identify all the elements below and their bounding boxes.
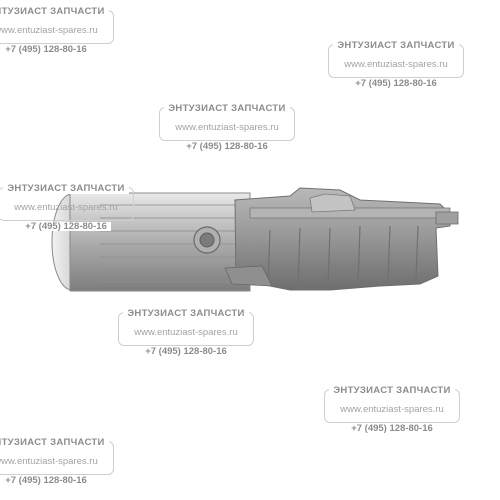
shaft-end	[435, 211, 459, 225]
mount-boss	[309, 193, 356, 213]
motor-fins	[100, 204, 245, 283]
watermark: ЭНТУЗИАСТ ЗАПЧАСТИ www.entuziast-spares.…	[0, 179, 134, 233]
watermark: ЭНТУЗИАСТ ЗАПЧАСТИ www.entuziast-spares.…	[118, 304, 254, 358]
watermark: ЭНТУЗИАСТ ЗАПЧАСТИ www.entuziast-spares.…	[159, 99, 295, 153]
housing-ribs	[267, 225, 419, 287]
watermark: ЭНТУЗИАСТ ЗАПЧАСТИ www.entuziast-spares.…	[324, 381, 460, 435]
watermark: ЭНТУЗИАСТ ЗАПЧАСТИ www.entuziast-spares.…	[328, 36, 464, 90]
watermark: ЭНТУЗИАСТ ЗАПЧАСТИ www.entuziast-spares.…	[0, 2, 114, 56]
watermark: ЭНТУЗИАСТ ЗАПЧАСТИ www.entuziast-spares.…	[0, 433, 114, 487]
lower-flange	[224, 265, 273, 287]
